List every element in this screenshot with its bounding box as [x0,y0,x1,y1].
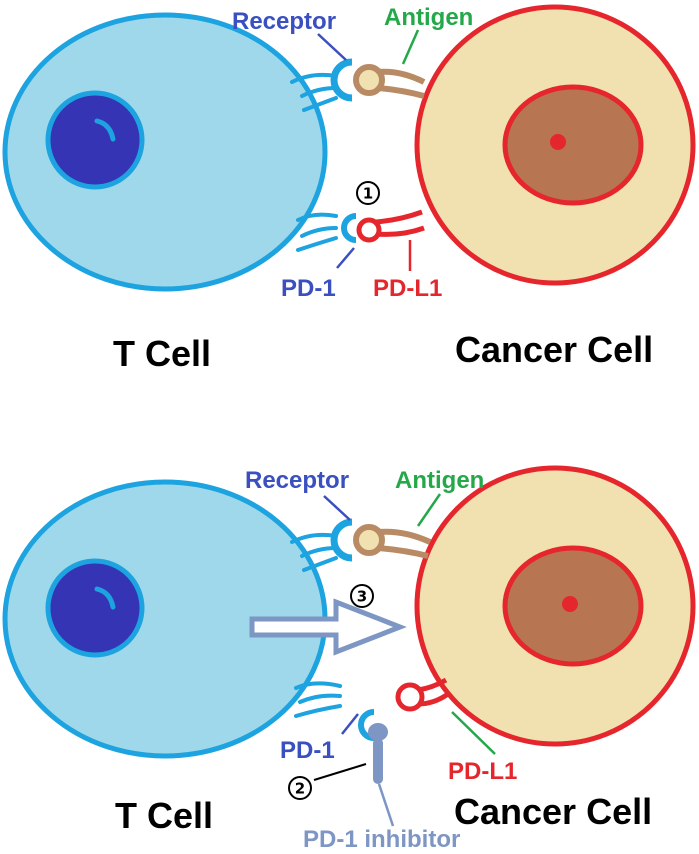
receptor-label-lower: Receptor [245,467,349,494]
pdl1-molecule-lower [395,677,450,712]
antigen-label: Antigen [384,4,473,31]
cancer-nucleolus-lower [562,596,578,612]
leader-receptor [317,33,347,61]
t-cell [2,12,328,292]
receptor-label: Receptor [232,8,336,35]
cancer-cell-title: Cancer Cell [455,329,653,370]
leader-receptor-lower [323,495,351,521]
pd1-receptor-lower [358,709,375,741]
leader-inhibitor [377,783,395,827]
pdl1-label: PD-L1 [373,275,442,302]
attack-arrow [249,598,407,656]
pd1-inhibitor [368,723,388,784]
t-cell-projections [290,72,338,252]
pd1-receptor [341,213,357,243]
cancer-nucleolus [550,134,566,150]
pdl1-molecule [356,209,425,243]
leader-antigen-lower [416,493,442,527]
antigen-molecule [353,64,426,99]
panel-top: 1 Receptor Antigen PD-1 PD-L1 T Cell Can… [2,4,696,374]
step-marker-1: 1 [363,185,373,203]
nucleus-highlight-lower [94,586,116,610]
t-cell-lower [2,479,328,759]
leader-marker-2 [313,763,367,781]
pdl1-label-lower: PD-L1 [448,758,517,785]
tcr-receptor [330,58,353,102]
nucleus-highlight [94,118,116,142]
cancer-cell-title-lower: Cancer Cell [454,791,652,832]
t-cell-nucleus [45,90,145,190]
tcr-receptor-lower [330,518,353,562]
cancer-cell-lower [414,465,696,747]
step-marker-2-circle [288,776,312,800]
t-cell-nucleus-lower [45,558,145,658]
leader-antigen [401,29,420,65]
leader-pd1 [336,247,355,269]
antigen-label-lower: Antigen [395,467,484,494]
t-cell-body [2,12,328,292]
cancer-cell [414,4,696,286]
leader-pdl1-lower [451,711,496,755]
t-cell-title: T Cell [113,333,211,374]
step-marker-2: 2 [295,780,305,798]
pd1-label-lower: PD-1 [280,737,335,764]
pd1-label: PD-1 [281,275,336,302]
inhibitor-label: PD-1 inhibitor [303,826,460,853]
panel-bottom: 2 3 Receptor Antigen PD-1 PD-L1 PD-1 inh… [2,465,696,853]
step-marker-3-circle [350,584,374,608]
antigen-molecule-lower [353,524,432,559]
step-marker-3: 3 [357,588,367,606]
leader-pd1-lower [341,713,359,735]
cancer-cell-nucleus [502,84,644,206]
t-cell-title-lower: T Cell [115,795,213,836]
step-marker-1-circle [356,181,380,205]
